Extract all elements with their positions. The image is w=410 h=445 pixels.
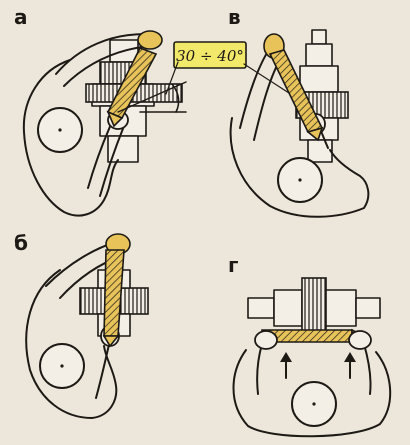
worker-g [232,330,392,438]
file-a [106,46,158,128]
angle-callout-text: 30 ÷ 40° [176,47,244,65]
hand-right-g [348,330,372,350]
panel-b: б [14,231,149,419]
hand-left-g [254,330,278,350]
panel-label-b: б [14,231,28,255]
panel-label-g: г [228,253,238,277]
file-b [102,249,125,348]
angle-callout-box [173,41,247,69]
panel-g: г [228,253,392,438]
panel-a: а [14,5,187,217]
panel-v: в [228,5,370,218]
hand-top-a [137,30,163,50]
panel-label-v: в [228,5,241,29]
arrow-up-left [280,352,292,379]
angle-lines-a [117,81,187,113]
file-v [268,49,324,142]
arrow-up-right [344,352,356,379]
panel-label-a: а [14,5,28,29]
workpiece-g [247,277,381,339]
